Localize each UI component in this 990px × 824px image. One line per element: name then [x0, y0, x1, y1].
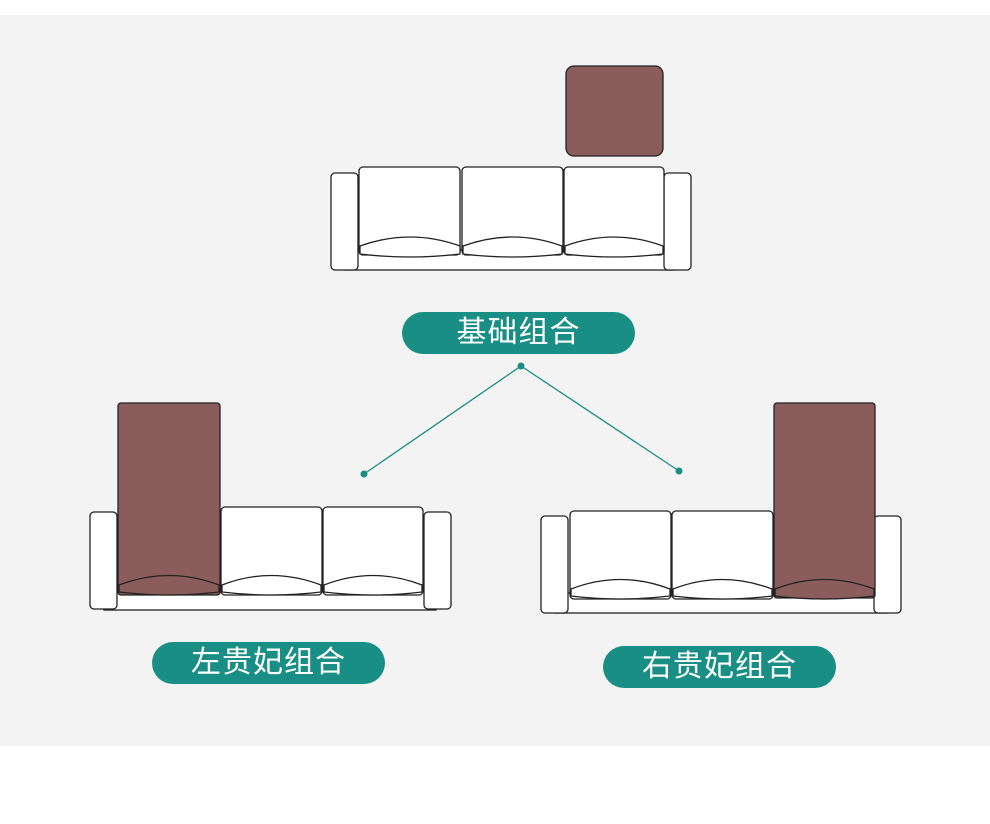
armrest-left [540, 515, 569, 614]
seat-cushion [672, 578, 773, 600]
chaise-block [773, 402, 876, 599]
seat-cushion [564, 236, 664, 258]
connector-lines [360, 362, 683, 478]
connector-line-left [363, 365, 522, 475]
connector-line-right [520, 365, 680, 472]
seat-cushion [359, 236, 461, 258]
armrest-right [663, 172, 692, 271]
chaise-seat-cushion [118, 574, 220, 596]
chaise-seat-cushion [774, 578, 875, 600]
sofa-right-chaise [540, 402, 902, 614]
label-right-chaise-combination: 右贵妃组合 [603, 646, 836, 688]
connector-node-right [675, 467, 683, 475]
connector-node-top [517, 362, 525, 370]
seat-cushion [462, 236, 563, 258]
ottoman-block [565, 65, 664, 157]
sofa-basic [330, 65, 692, 271]
diagram-background [0, 15, 990, 746]
label-left-chaise-combination: 左贵妃组合 [152, 642, 385, 684]
chaise-block [117, 402, 221, 596]
label-basic-combination: 基础组合 [402, 312, 635, 354]
connector-node-left [360, 470, 368, 478]
armrest-left [330, 172, 359, 271]
seat-cushion [570, 578, 671, 600]
seat-cushion [221, 574, 322, 596]
sofa-left-chaise [89, 402, 452, 611]
armrest-left [89, 511, 118, 610]
armrest-right [873, 515, 902, 614]
armrest-right [423, 511, 452, 610]
seat-cushion [323, 574, 423, 596]
